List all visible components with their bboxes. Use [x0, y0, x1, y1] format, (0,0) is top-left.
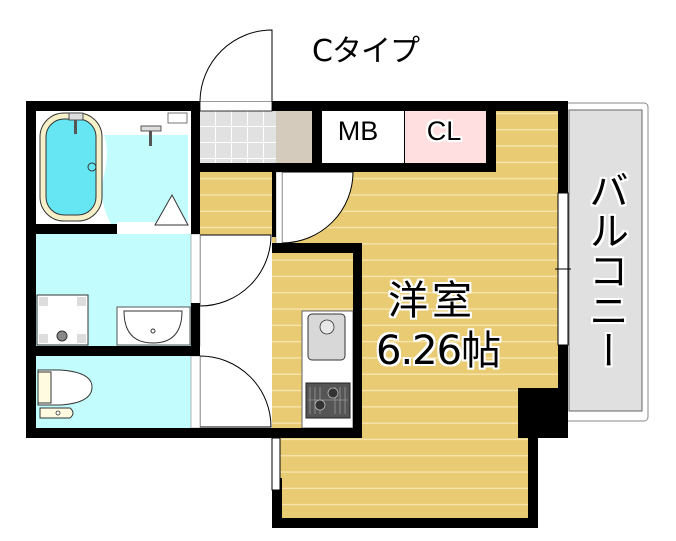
western-room-size: 6.26帖 [376, 328, 501, 374]
shoe-box [276, 111, 312, 163]
toilet-door[interactable] [190, 355, 272, 429]
kitchen-counter [301, 310, 354, 429]
balcony [561, 102, 649, 422]
closet-label: CL [426, 116, 462, 146]
balcony-label: バルコニー [582, 170, 628, 370]
room-door[interactable] [275, 171, 354, 245]
meter-box [322, 111, 404, 163]
side-window[interactable] [271, 437, 281, 491]
washroom-door[interactable] [190, 233, 272, 347]
toilet-room [36, 356, 191, 428]
plan-title: Cタイプ [312, 34, 420, 69]
kitchen-sink-icon [307, 313, 346, 361]
shower-faucet-icon [140, 125, 162, 146]
meter-box-label: MB [337, 116, 379, 146]
bathtub-icon [39, 112, 103, 222]
washing-machine-pan-icon [36, 294, 89, 346]
shower-shelf-icon [167, 112, 188, 124]
washroom [36, 234, 191, 346]
bath-step-icon [154, 193, 189, 226]
toilet-icon [37, 369, 93, 419]
bathroom [36, 111, 191, 230]
western-room-name: 洋室 [388, 278, 476, 324]
entrance-tile [200, 111, 276, 163]
entrance-door[interactable] [199, 29, 273, 112]
wash-basin-icon [116, 306, 191, 346]
gas-stove-icon [305, 382, 351, 419]
closet [405, 111, 486, 163]
balcony-window[interactable] [555, 192, 571, 346]
